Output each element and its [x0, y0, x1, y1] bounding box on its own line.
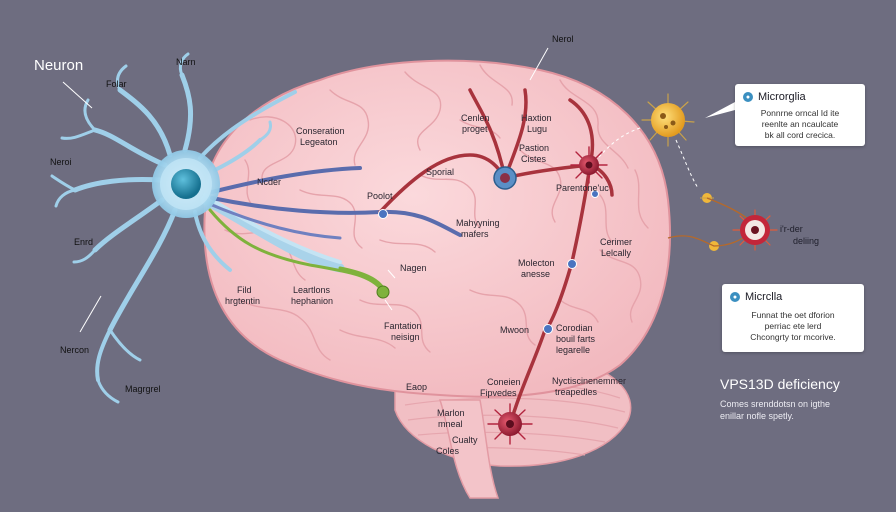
card-line: Chcongrty tor mcorive.: [750, 332, 836, 342]
microglia-cell: [570, 146, 608, 184]
axon-bundle: [200, 166, 462, 294]
label-legarelle: legarelle: [556, 345, 591, 355]
label-marlon: Marlon: [437, 408, 465, 418]
label-corodian: Corodian: [556, 323, 593, 333]
label-bould-farts: bouil farts: [556, 334, 596, 344]
label-cenlen: Cenlen: [461, 113, 490, 123]
microglia-red-external: [732, 209, 778, 251]
label-neroi: Neroi: [50, 157, 72, 167]
label-folar: Folar: [106, 79, 127, 89]
label-nenign: neisign: [391, 332, 420, 342]
info-dot-icon: ●: [743, 92, 753, 102]
label-mahyyning: Mahyyning: [456, 218, 500, 228]
label-parentonue: Parentone'uc: [556, 183, 609, 193]
branch-lines: [667, 197, 753, 247]
vps13d-title: VPS13D deficiency: [720, 376, 840, 392]
label-nercon: Nercon: [60, 345, 90, 355]
microglia-card-title: Microrglia: [758, 91, 806, 103]
micrclla-card-body: Funnat the oet dforion perriac ete lerd …: [722, 310, 864, 343]
label-nyctisinenenmer: Nyctiscinenemmer: [552, 376, 627, 386]
neuron-cell: [152, 150, 220, 218]
label-fantation: Fantation: [384, 321, 422, 331]
label-fild: Fild: [237, 285, 252, 295]
neuron-dendrites: [50, 52, 297, 404]
label-legeaton: Legeaton: [300, 137, 338, 147]
card-line: Funnat the oet dforion: [751, 310, 835, 320]
label-fipvedes: Fipvedes: [480, 388, 517, 398]
label-lugu: Lugu: [527, 124, 548, 134]
label-coles: Coles: [436, 446, 460, 456]
label-ncder: Ncder: [257, 177, 282, 187]
label-anesse: anesse: [521, 269, 551, 279]
label-neuron-title: Neuron: [34, 57, 84, 74]
label-sporial: Sporial: [426, 167, 455, 177]
label-mineal: mneal: [438, 419, 463, 429]
brain-stem: [438, 399, 500, 499]
label-irder: i'r-der: [780, 224, 803, 234]
label-nerol: Nerol: [552, 34, 574, 44]
card-line: Ponnrne orncal Id ite: [760, 108, 840, 118]
label-hrgtentin: hrgtentin: [225, 296, 261, 306]
card-line: reenlte an ncaulcate: [761, 119, 839, 129]
micrclla-card: ● Micrclla Funnat the oet dforion perria…: [722, 284, 864, 352]
info-dot-icon: ●: [730, 292, 740, 302]
label-conseration: Conseration: [296, 126, 345, 136]
vps13d-line: enillar nofle spetly.: [720, 411, 794, 421]
microglia-cell: [487, 403, 533, 445]
label-treapedles: treapedles: [555, 387, 598, 397]
label-hephanion: hephanion: [291, 296, 334, 306]
label-cualty: Cualty: [452, 435, 478, 445]
label-enrd: Enrd: [74, 237, 94, 247]
microglia-external: [641, 93, 695, 147]
label-cistes: Cistes: [521, 154, 547, 164]
microglia-card: ● Microrglia Ponnrne orncal Id ite reenl…: [735, 84, 865, 146]
label-proget: proget: [462, 124, 488, 134]
micrclla-card-title: Micrclla: [745, 291, 783, 303]
callout-arrow: [705, 102, 735, 118]
label-molecton: Molecton: [518, 258, 555, 268]
vps13d-line: Comes srenddotsn on igthe: [720, 399, 831, 409]
card-line: perriac ete lerd: [764, 321, 822, 331]
label-magrgrel: Magrgrel: [125, 384, 161, 394]
label-poolot: Poolot: [367, 191, 393, 201]
cerebrum: [203, 59, 671, 398]
label-cenien: Coneien: [487, 377, 521, 387]
label-cerimer: Cerimer: [600, 237, 633, 247]
vps13d-body: Comes srenddotsn on igthe enillar nofle …: [720, 398, 830, 422]
microglia-card-body: Ponnrne orncal Id ite reenlte an ncaulca…: [735, 108, 865, 141]
dashed-connectors: [597, 127, 699, 189]
label-mwoon: Mwoon: [500, 325, 530, 335]
label-nagen: Nagen: [400, 263, 427, 273]
label-mafers: mafers: [461, 229, 489, 239]
junction-nodes: [376, 166, 599, 334]
label-narn: Narn: [176, 57, 196, 67]
pointer-lines: [62, 47, 549, 333]
label-eaop: Eaop: [406, 382, 428, 392]
label-lelcally: Lelcally: [601, 248, 632, 258]
label-paction: Pastion: [519, 143, 550, 153]
label-haxtion: Haxtion: [521, 113, 552, 123]
label-leartlons: Leartlons: [293, 285, 331, 295]
card-line: bk all cord crecica.: [764, 130, 836, 140]
label-dellnig: deliing: [793, 236, 820, 246]
